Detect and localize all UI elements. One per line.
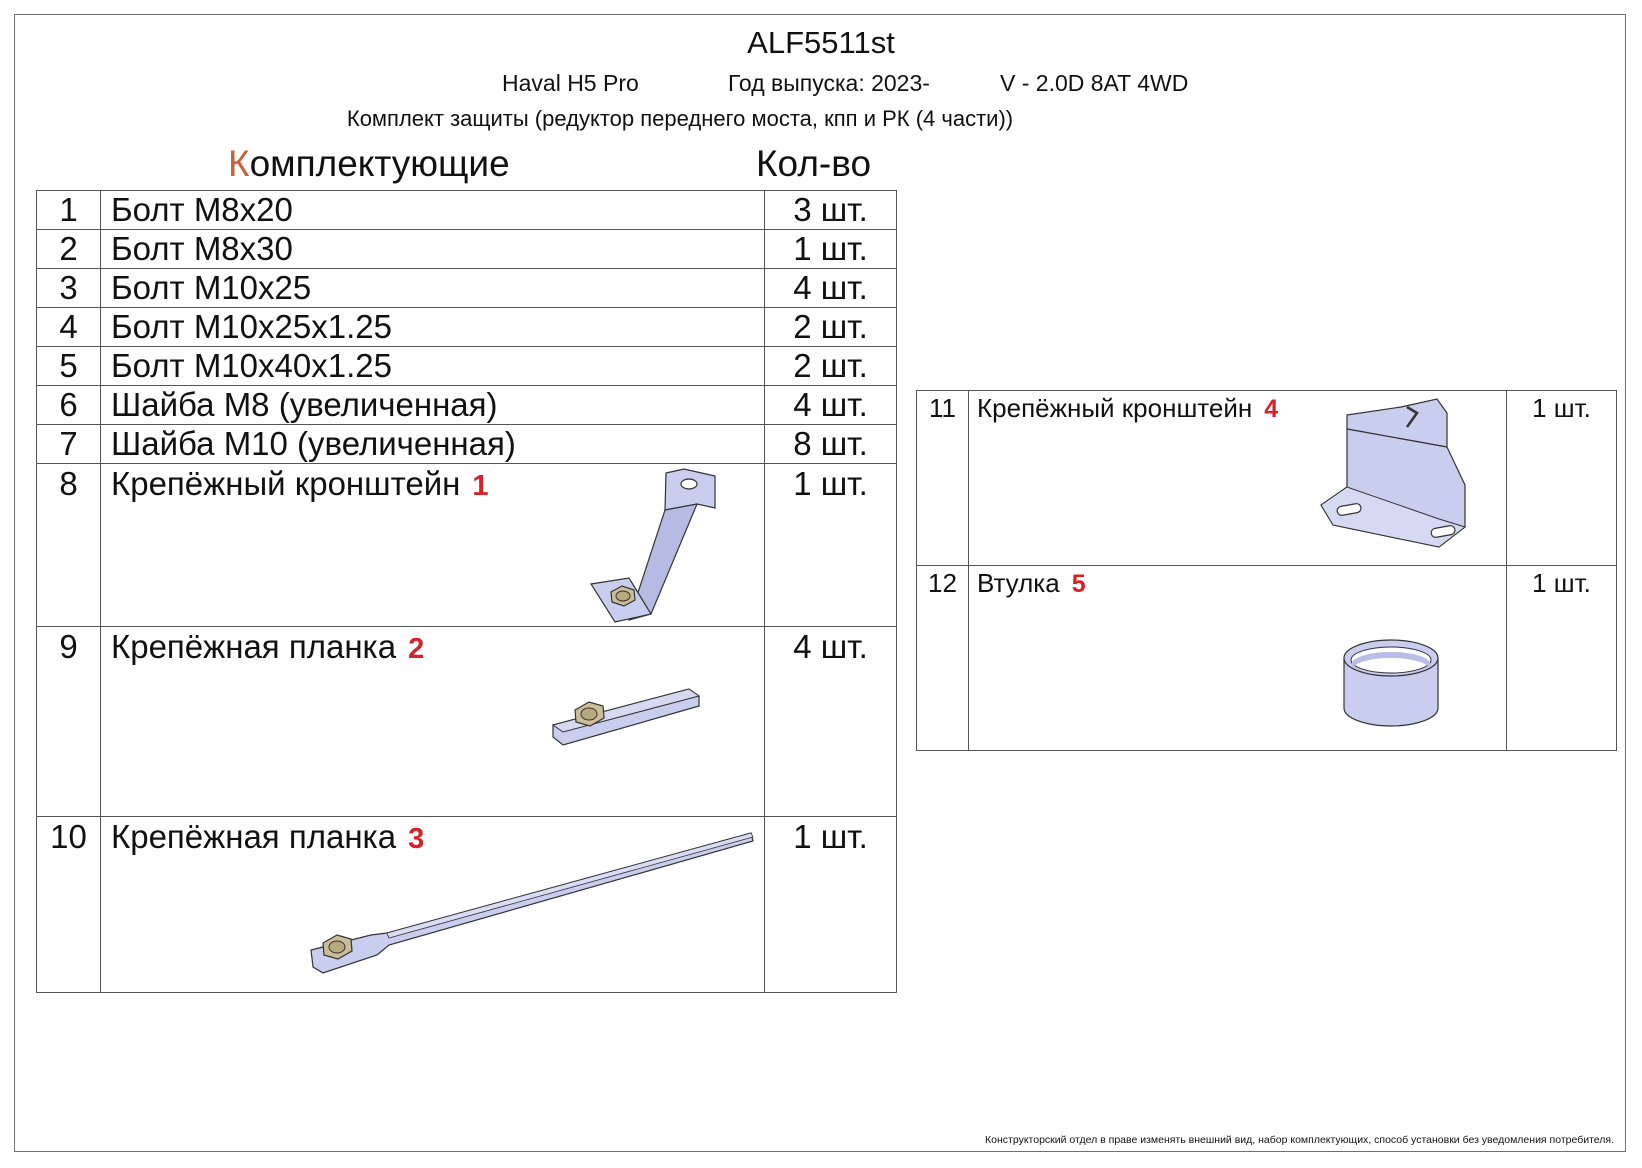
item-name: Крепёжный кронштейн: [977, 393, 1253, 423]
part-tag: 3: [408, 823, 425, 855]
bushing-5-illustration: [1343, 639, 1439, 727]
mounting-plate-3-illustration: [310, 832, 754, 974]
vehicle-model: Haval H5 Pro: [502, 70, 639, 96]
item-number: 12: [916, 565, 969, 751]
disclaimer-note: Конструкторский отдел в праве изменять в…: [985, 1134, 1614, 1146]
part-tag: 1: [472, 470, 489, 502]
table-row: 10 Крепёжная планка 3 1 шт.: [36, 816, 897, 993]
item-number: 5: [36, 346, 101, 386]
item-quantity: 4 шт.: [764, 385, 897, 425]
mounting-bracket-1-illustration: [590, 468, 716, 623]
item-quantity: 8 шт.: [764, 424, 897, 464]
table-row: 4 Болт М10х25х1.25 2 шт.: [36, 307, 897, 347]
table-row: 1 Болт М8х20 3 шт.: [36, 190, 897, 230]
item-name: Крепёжная планка: [111, 628, 397, 665]
item-number: 3: [36, 268, 101, 308]
item-number: 8: [36, 463, 101, 627]
item-quantity: 3 шт.: [764, 190, 897, 230]
part-tag: 5: [1071, 570, 1086, 598]
item-name-cell: Крепёжный кронштейн 4: [968, 390, 1507, 566]
mounting-plate-2-illustration: [551, 688, 701, 746]
kit-description: Комплект защиты (редуктор переднего мост…: [346, 106, 1014, 131]
part-tag: 2: [408, 633, 425, 665]
document-code: ALF5511st: [747, 25, 895, 60]
table-row: 5 Болт М10х40х1.25 2 шт.: [36, 346, 897, 386]
table-row: 12 Втулка 5 1 шт.: [916, 565, 1617, 751]
table-row: 6 Шайба М8 (увеличенная) 4 шт.: [36, 385, 897, 425]
item-name-cell: Втулка 5: [968, 565, 1507, 751]
part-tag: 4: [1264, 395, 1279, 423]
item-name: Крепёжная планка: [111, 818, 397, 855]
item-quantity: 1 шт.: [764, 816, 897, 993]
item-name: Болт М10х25: [100, 268, 765, 308]
item-number: 9: [36, 626, 101, 817]
parts-table-left: 1 Болт М8х20 3 шт. 2 Болт М8х30 1 шт. 3 …: [36, 190, 897, 993]
item-name-cell: Крепёжный кронштейн 1: [100, 463, 765, 627]
parts-table-right: 11 Крепёжный кронштейн 4 1 шт. 12 Втулка 5: [916, 390, 1617, 751]
item-name: Втулка: [977, 568, 1060, 598]
components-heading-rest: омплектующие: [249, 143, 510, 184]
table-row: 11 Крепёжный кронштейн 4 1 шт.: [916, 390, 1617, 566]
item-number: 10: [36, 816, 101, 993]
item-quantity: 2 шт.: [764, 346, 897, 386]
components-heading-initial: К: [228, 143, 250, 184]
item-name: Крепёжный кронштейн: [111, 465, 461, 502]
table-row: 8 Крепёжный кронштейн 1 1 шт.: [36, 463, 897, 627]
model-year: Год выпуска: 2023-: [728, 70, 930, 96]
item-quantity: 4 шт.: [764, 268, 897, 308]
item-quantity: 1 шт.: [1506, 565, 1617, 751]
item-quantity: 1 шт.: [764, 463, 897, 627]
item-name-cell: Крепёжная планка 2: [100, 626, 765, 817]
item-name: Шайба М8 (увеличенная): [100, 385, 765, 425]
quantity-heading: Кол-во: [756, 143, 872, 184]
item-number: 7: [36, 424, 101, 464]
item-number: 4: [36, 307, 101, 347]
components-heading: Комплектующие: [228, 143, 510, 185]
mounting-bracket-4-illustration: [1320, 398, 1467, 548]
item-name: Болт М10х25х1.25: [100, 307, 765, 347]
item-number: 11: [916, 390, 969, 566]
item-quantity: 1 шт.: [1506, 390, 1617, 566]
item-name-cell: Крепёжная планка 3: [100, 816, 765, 993]
item-quantity: 4 шт.: [764, 626, 897, 817]
page-frame: [14, 14, 1626, 1152]
table-row: 3 Болт М10х25 4 шт.: [36, 268, 897, 308]
item-name: Болт М10х40х1.25: [100, 346, 765, 386]
item-quantity: 1 шт.: [764, 229, 897, 269]
item-number: 1: [36, 190, 101, 230]
item-name: Болт М8х20: [100, 190, 765, 230]
item-name: Болт М8х30: [100, 229, 765, 269]
item-number: 2: [36, 229, 101, 269]
item-number: 6: [36, 385, 101, 425]
table-row: 7 Шайба М10 (увеличенная) 8 шт.: [36, 424, 897, 464]
table-row: 2 Болт М8х30 1 шт.: [36, 229, 897, 269]
engine-spec: V - 2.0D 8AT 4WD: [1000, 70, 1189, 96]
item-quantity: 2 шт.: [764, 307, 897, 347]
table-row: 9 Крепёжная планка 2 4 шт.: [36, 626, 897, 817]
item-name: Шайба М10 (увеличенная): [100, 424, 765, 464]
